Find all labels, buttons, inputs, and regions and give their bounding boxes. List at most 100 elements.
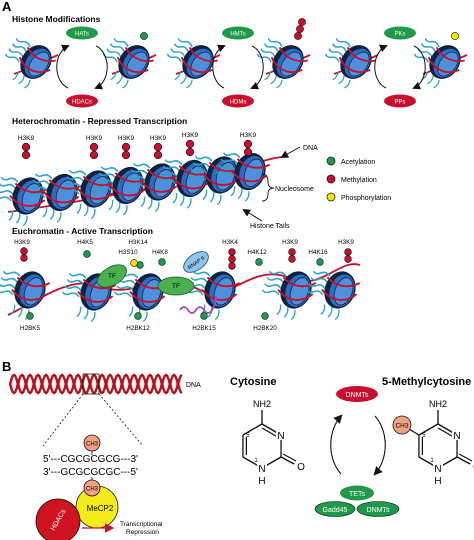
nucleosome — [0, 176, 49, 227]
histone-tails — [0, 270, 21, 296]
histone-mark-label: H4K8 — [152, 249, 168, 256]
nucleosome — [256, 38, 308, 89]
carbonyl-bond — [280, 456, 295, 465]
cycle-arrow — [56, 44, 70, 89]
dna-helix-label: DNA — [186, 382, 201, 389]
methylcytosine-title: 5-Methylcytosine — [382, 376, 471, 388]
cycle-arrow — [374, 44, 388, 89]
histone-mark-label: H4K16 — [308, 249, 328, 256]
dnmts-top-badge — [336, 386, 378, 402]
histone-tails — [166, 38, 193, 63]
repression-label-line1: Transcriptional — [120, 521, 163, 528]
histone-mark-label: H3S10 — [118, 249, 138, 256]
cycle-arrow-left — [330, 414, 343, 475]
cpg-strand-bottom: 3'---GCGCGCGC---5' — [43, 467, 138, 478]
transcription-factor-2 — [157, 276, 195, 296]
modification-mark — [83, 250, 91, 258]
rna-polymerase-ii — [183, 251, 209, 273]
modification-mark — [451, 32, 459, 40]
nucleosome — [114, 272, 169, 323]
nucleosome — [186, 270, 241, 321]
modification-mark — [288, 248, 296, 256]
writer-enzyme-badge — [66, 26, 98, 40]
modification-mark — [200, 312, 208, 320]
histone-tails — [158, 159, 183, 184]
cpg-strand-top: 5'---CGCGCGCG---3' — [43, 454, 138, 465]
ring-bond — [418, 423, 439, 436]
tets-label: TETs — [349, 491, 365, 498]
amine-group-label: NH2 — [253, 399, 271, 409]
eraser-enzyme-badge — [384, 94, 416, 108]
histone-tails — [108, 200, 128, 216]
dnmts-bottom-label: DNMTs — [367, 507, 390, 514]
modification-mark — [89, 150, 99, 160]
histone-tails — [4, 38, 31, 63]
ring-position-5-label: 5 — [246, 433, 250, 439]
modification-mark — [158, 258, 166, 266]
h3k9-mark-label: H3K9 — [240, 132, 257, 139]
methyl-group — [392, 415, 412, 435]
histone-tails — [320, 304, 340, 321]
carbonyl-double-bond — [458, 453, 473, 462]
histone-mark-label: H3K14 — [128, 239, 148, 246]
gadd45-label: Gadd45 — [323, 507, 348, 514]
histone-tails — [94, 166, 119, 191]
modification-mark — [344, 255, 352, 263]
modification-mark — [298, 18, 306, 26]
phosphorylation-legend-dot — [326, 192, 336, 202]
highlighted-cpg-box — [82, 373, 100, 395]
h3k9-mark-label: H3K9 — [18, 135, 35, 142]
cycle-arrow — [250, 45, 264, 90]
cycle-arrow-right — [373, 415, 386, 476]
nucleosome — [102, 38, 154, 89]
histone-tails — [114, 272, 139, 298]
eraser-enzyme-badge — [222, 94, 254, 108]
dnmts-bottom-badge — [356, 501, 400, 517]
acetylation-legend-dot — [326, 156, 336, 166]
methylcytosine-structure: NH2ONNH15CH3 — [392, 399, 474, 487]
tets-badge — [340, 485, 374, 501]
histone-tails — [264, 71, 283, 89]
modification-mark — [140, 32, 148, 40]
modification-mark — [288, 255, 296, 263]
histone-tails — [172, 193, 192, 209]
histone-mark-label: H3K9 — [338, 239, 354, 246]
histone-tails — [42, 207, 62, 223]
cytosine-title: Cytosine — [230, 376, 276, 388]
modification-mark — [228, 248, 236, 256]
ring-hydrogen-label: H — [258, 476, 265, 487]
methyl-group-label: CH3 — [395, 423, 408, 430]
double-bond — [261, 427, 278, 438]
ring-position-1-label: 1 — [430, 458, 434, 464]
nucleosome — [413, 38, 465, 89]
histone-tails — [188, 155, 213, 181]
ring-hydrogen-label: H — [434, 476, 441, 487]
histone-tails — [202, 189, 222, 206]
histone-tails — [76, 203, 96, 220]
nucleosome — [216, 152, 271, 202]
methylation-legend-dot — [326, 174, 336, 184]
histone-tails — [102, 38, 129, 63]
modification-mark — [130, 259, 138, 267]
histone-tails — [126, 162, 151, 188]
modification-mark — [316, 258, 324, 266]
histone-tails-callout: Histone Tails — [242, 208, 290, 230]
dna-callout-label: DNA — [303, 145, 318, 152]
modification-mark — [89, 142, 99, 152]
nucleosome-callout-label: Nucleosome — [275, 186, 314, 193]
histone-mark-label: H4K5 — [77, 239, 93, 246]
h2b-mark-label: H2BK20 — [253, 325, 277, 332]
modification-mark — [121, 150, 131, 160]
histone-mark-label: H3K9 — [14, 239, 30, 246]
nucleosome — [166, 38, 218, 89]
dnmts-top-label: DNMTs — [346, 392, 369, 399]
nucleosome — [28, 173, 83, 223]
histone-tails — [28, 173, 53, 198]
writer-enzyme-badge — [384, 26, 416, 40]
histone-tails — [110, 71, 129, 89]
transcription-factor-1 — [97, 264, 127, 288]
h3k9-mark-label: H3K9 — [86, 135, 103, 142]
